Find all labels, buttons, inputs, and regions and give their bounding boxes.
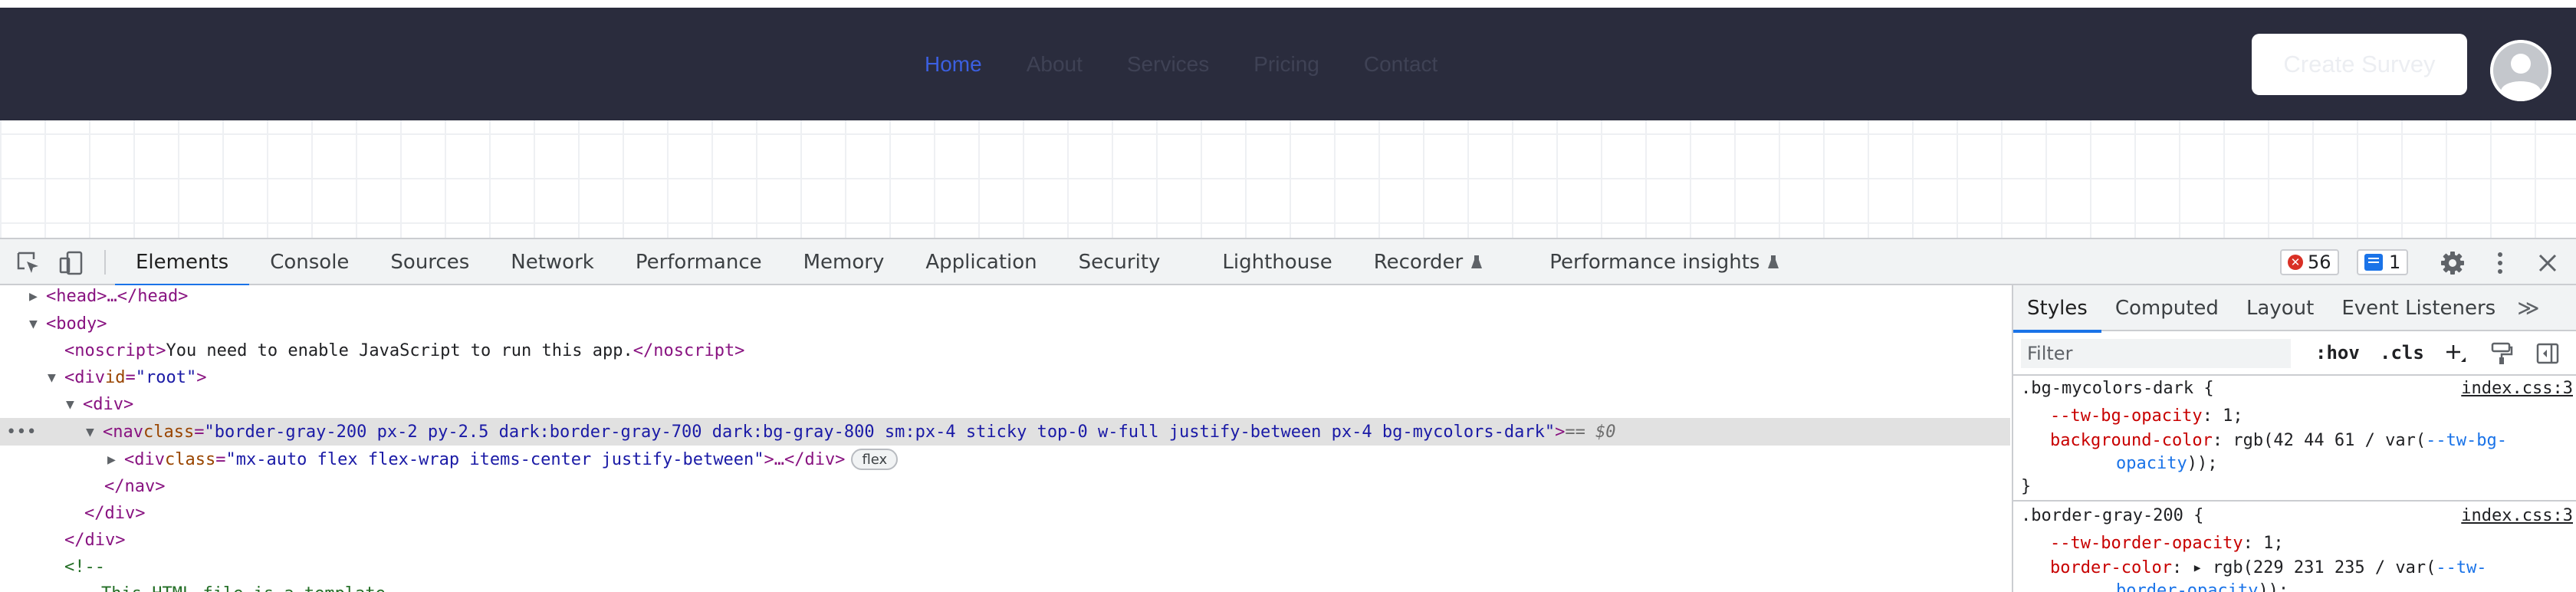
css-property-continuation: border-opacity));: [2116, 581, 2289, 592]
page-viewport: Home About Services Pricing Contact Crea…: [0, 0, 2576, 238]
create-survey-button[interactable]: Create Survey: [2252, 34, 2467, 95]
dom-node-root-close[interactable]: </div>: [64, 530, 126, 550]
close-icon[interactable]: [2535, 250, 2561, 276]
errors-badge[interactable]: ✕ 56: [2280, 249, 2339, 275]
dom-node-root[interactable]: ▼<div id="root">: [48, 367, 207, 387]
tab-application[interactable]: Application: [925, 251, 1037, 274]
hover-state-toggle[interactable]: :hov: [2315, 342, 2360, 363]
styles-filter-bar: :hov .cls: [2013, 331, 2576, 376]
css-property[interactable]: border-color: ▸ rgb(229 231 235 / var(--…: [2050, 558, 2487, 577]
message-icon: [2364, 254, 2383, 271]
more-horizontal-icon[interactable]: •••: [6, 422, 37, 442]
tab-performance-insights-label: Performance insights: [1549, 251, 1760, 274]
expand-triangle-icon[interactable]: ▶: [29, 288, 38, 304]
tab-performance-insights[interactable]: Performance insights: [1529, 239, 1800, 285]
rule-divider: [2013, 500, 2576, 502]
paint-roller-icon[interactable]: [2489, 340, 2515, 367]
tab-security[interactable]: Security: [1078, 251, 1161, 274]
elements-dom-tree: ▶<head>…</head> ▼<body> <noscript>You ne…: [0, 285, 2010, 592]
rule-selector[interactable]: .border-gray-200 {: [2021, 506, 2204, 525]
nav-links: Home About Services Pricing Contact: [925, 8, 1482, 120]
collapse-triangle-icon[interactable]: ▼: [66, 396, 74, 413]
styles-tabs: Styles Computed Layout Event Listeners ≫: [2013, 285, 2576, 333]
collapse-triangle-icon[interactable]: ▼: [29, 315, 38, 332]
rule-selector[interactable]: .bg-mycolors-dark {: [2021, 379, 2214, 398]
rule-source-link[interactable]: index.css:3: [2461, 506, 2573, 525]
rule-source-link[interactable]: index.css:3: [2461, 379, 2573, 398]
dom-node-head[interactable]: ▶<head>…</head>: [29, 286, 189, 306]
toolbar-divider: [104, 250, 106, 275]
css-property[interactable]: --tw-border-opacity: 1;: [2050, 534, 2284, 553]
tab-memory[interactable]: Memory: [803, 251, 885, 274]
tab-event-listeners[interactable]: Event Listeners: [2341, 297, 2496, 320]
collapse-triangle-icon[interactable]: ▼: [48, 369, 56, 386]
dom-node-div[interactable]: ▼<div>: [66, 394, 134, 414]
styles-pane: Styles Computed Layout Event Listeners ≫…: [2012, 285, 2576, 592]
rule-close-brace: }: [2021, 477, 2032, 496]
dom-node-nav-selected[interactable]: ••• ▼<nav class="border-gray-200 px-2 py…: [0, 418, 2010, 446]
tab-styles[interactable]: Styles: [2013, 285, 2101, 333]
error-icon: ✕: [2288, 255, 2303, 270]
dom-node-comment[interactable]: <!--: [64, 557, 105, 577]
avatar[interactable]: [2490, 40, 2551, 101]
tab-elements[interactable]: Elements: [115, 239, 250, 287]
viewport-top-strip: [0, 0, 2576, 8]
dom-node-div-close[interactable]: </div>: [84, 503, 146, 523]
nav-link-about[interactable]: About: [1026, 51, 1083, 76]
collapse-triangle-icon[interactable]: ▼: [86, 423, 94, 440]
tab-sources[interactable]: Sources: [390, 251, 470, 274]
devtools-tabs: Elements Console Sources Network Perform…: [115, 239, 1800, 287]
device-toolbar-icon[interactable]: [58, 250, 84, 276]
dom-node-nav-close[interactable]: </nav>: [104, 476, 166, 496]
user-avatar-icon: [2490, 40, 2551, 101]
expand-triangle-icon[interactable]: ▶: [107, 451, 116, 468]
css-property[interactable]: --tw-bg-opacity: 1;: [2050, 406, 2243, 426]
tab-recorder-label: Recorder: [1373, 251, 1464, 274]
toggle-sidebar-icon[interactable]: [2535, 340, 2561, 367]
tab-layout[interactable]: Layout: [2246, 297, 2315, 320]
add-rule-icon[interactable]: [2443, 340, 2469, 367]
flex-badge[interactable]: flex: [851, 449, 899, 470]
inspect-element-icon[interactable]: [15, 250, 41, 276]
tab-performance[interactable]: Performance: [635, 251, 762, 274]
css-property-continuation: opacity));: [2116, 454, 2218, 473]
devtools-toolbar: Elements Console Sources Network Perform…: [0, 239, 2576, 287]
dom-node-comment-text[interactable]: This HTML file is a template.: [0, 580, 2010, 592]
gear-icon[interactable]: [2440, 250, 2466, 276]
messages-badge[interactable]: 1: [2357, 249, 2409, 275]
css-property[interactable]: background-color: rgb(42 44 61 / var(--t…: [2050, 431, 2508, 450]
tab-network[interactable]: Network: [511, 251, 594, 274]
class-toggle[interactable]: .cls: [2380, 342, 2424, 363]
more-tabs-icon[interactable]: ≫: [2517, 294, 2540, 321]
css-rule-bg-mycolors-dark: .bg-mycolors-dark { index.css:3 --tw-bg-…: [2013, 377, 2576, 496]
tab-console[interactable]: Console: [270, 251, 350, 274]
dom-node-nav-child[interactable]: ▶<div class="mx-auto flex flex-wrap item…: [0, 446, 2010, 473]
nav-link-pricing[interactable]: Pricing: [1254, 51, 1319, 76]
tab-lighthouse[interactable]: Lighthouse: [1222, 251, 1332, 274]
nav-link-contact[interactable]: Contact: [1363, 51, 1438, 76]
css-rule-border-gray-200: .border-gray-200 { index.css:3 --tw-bord…: [2013, 505, 2576, 592]
messages-count: 1: [2389, 252, 2401, 273]
nav-link-services[interactable]: Services: [1126, 51, 1210, 76]
styles-filter-input[interactable]: [2021, 339, 2291, 368]
tab-computed[interactable]: Computed: [2114, 297, 2219, 320]
tab-recorder[interactable]: Recorder: [1353, 239, 1530, 285]
nav-link-home[interactable]: Home: [925, 51, 982, 76]
errors-count: 56: [2308, 252, 2331, 273]
site-navbar: Home About Services Pricing Contact Crea…: [0, 8, 2576, 120]
devtools-panel: Elements Console Sources Network Perform…: [0, 238, 2576, 592]
dom-node-noscript[interactable]: <noscript>You need to enable JavaScript …: [64, 340, 745, 360]
experimental-flask-icon: [1768, 255, 1779, 268]
dom-node-body[interactable]: ▼<body>: [29, 314, 107, 334]
experimental-flask-icon: [1471, 255, 1483, 268]
more-vertical-icon[interactable]: [2487, 250, 2513, 276]
